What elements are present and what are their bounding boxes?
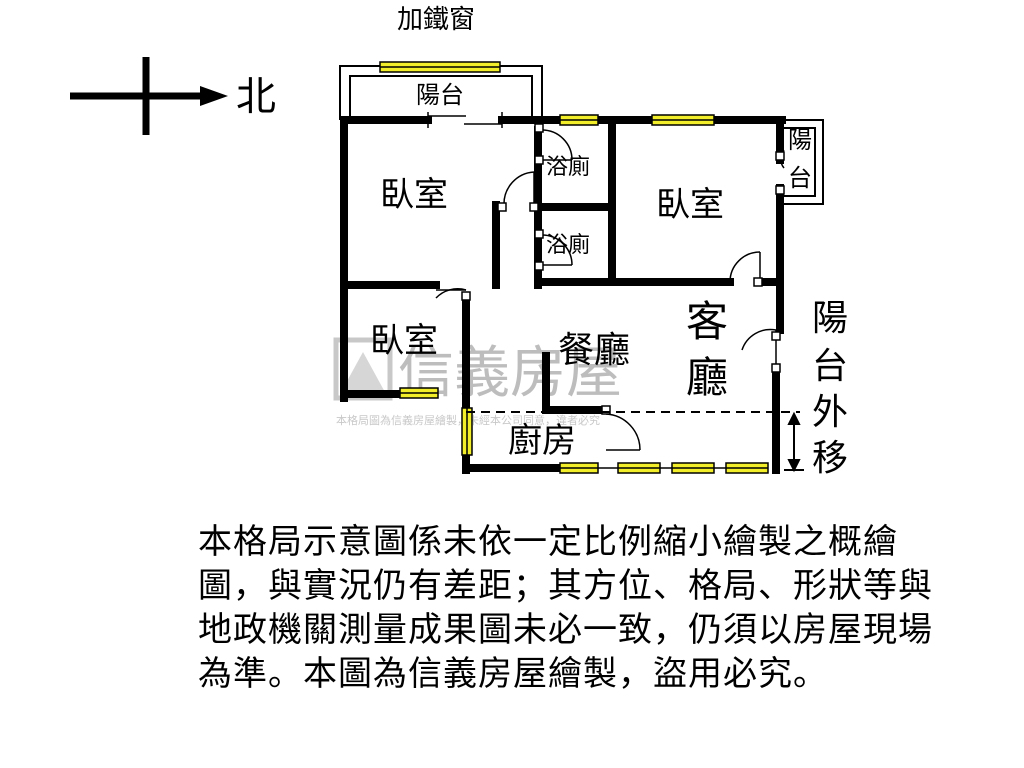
label-balcony-right-2: 台 xyxy=(788,164,812,192)
label-bathroom-2: 浴廁 xyxy=(546,233,590,258)
compass-north-label: 北 xyxy=(236,74,276,120)
label-balcony-moved-1: 陽 xyxy=(812,298,848,339)
label-living-1: 客 xyxy=(686,297,728,346)
label-kitchen: 廚房 xyxy=(508,421,576,461)
sliding-door xyxy=(427,112,503,128)
right-balcony-outline xyxy=(783,119,824,205)
label-balcony-moved-3: 外 xyxy=(812,392,848,433)
balcony-dimension-marker xyxy=(784,411,804,473)
door-swings xyxy=(435,129,785,451)
disclaimer-text: 本格局示意圖係未依一定比例縮小繪製之概繪圖，與實況仍有差距；其方位、格局、形狀等… xyxy=(198,522,933,694)
label-bedroom-1: 臥室 xyxy=(380,175,448,215)
label-bathroom-1: 浴廁 xyxy=(546,155,590,180)
label-living-2: 廳 xyxy=(686,353,728,402)
label-balcony-right-1: 陽 xyxy=(788,126,812,154)
label-balcony-top: 陽台 xyxy=(416,81,464,109)
label-bedroom-2: 臥室 xyxy=(656,185,724,225)
compass-arrow-head xyxy=(200,86,228,106)
label-dining: 餐廳 xyxy=(558,330,630,371)
label-balcony-moved-2: 台 xyxy=(812,346,848,387)
door-hinges xyxy=(461,123,785,415)
windows xyxy=(379,61,769,474)
compass: 北 xyxy=(70,57,276,135)
label-iron-window: 加鐵窗 xyxy=(397,5,475,35)
label-bedroom-3: 臥室 xyxy=(370,321,438,361)
label-balcony-moved-4: 移 xyxy=(812,438,848,479)
